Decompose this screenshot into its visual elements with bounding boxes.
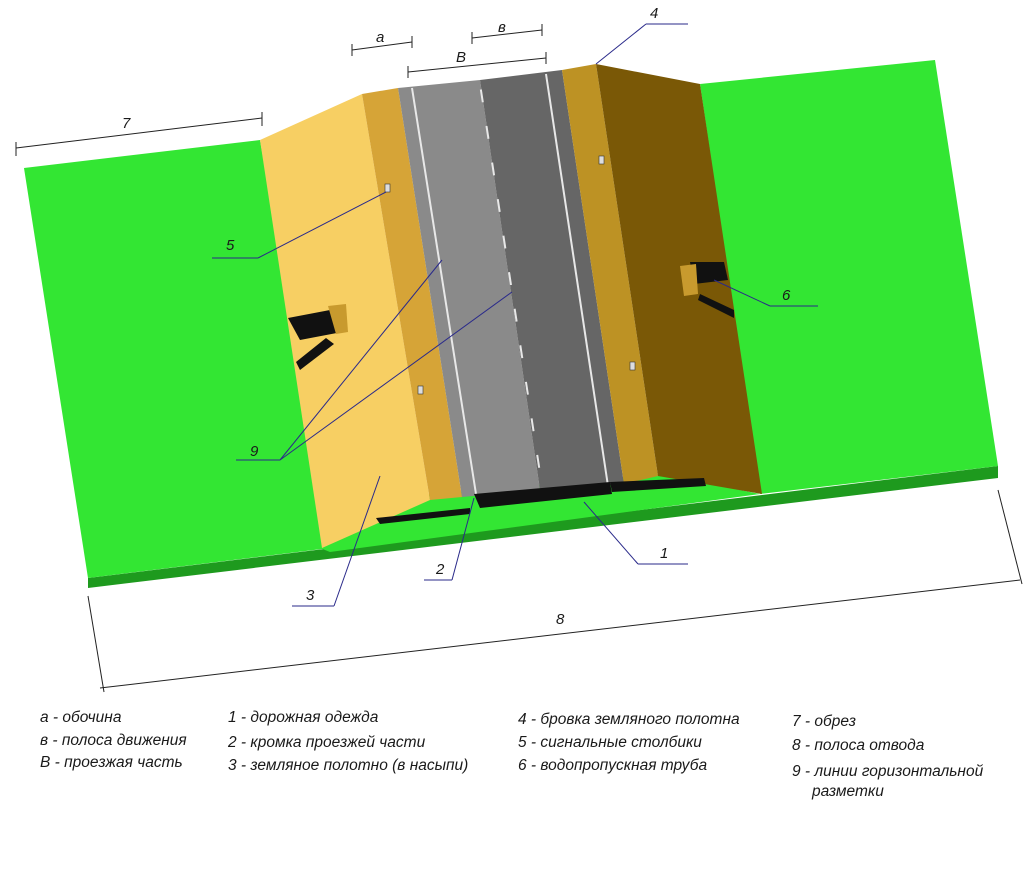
center-dash (508, 272, 512, 286)
carriageway-left-lane (398, 80, 540, 497)
legend-item: 8 - полоса отвода (792, 737, 925, 754)
legend-item: 9 - линии горизонтальной (792, 763, 984, 780)
shoulder-right (562, 64, 658, 484)
dim-label-v-small: в (498, 19, 506, 36)
leader-3 (292, 475, 381, 607)
leader-2 (424, 497, 475, 581)
center-dash (524, 381, 529, 395)
edge-marking-right (545, 73, 609, 487)
embankment-right-slope (596, 64, 762, 494)
callout-6: 6 (782, 287, 791, 304)
leader-9 (236, 259, 513, 461)
legend-item: в - полоса движения (40, 732, 187, 749)
legend-item: а - обочина (40, 709, 122, 726)
dimension-7 (15, 112, 263, 156)
center-marking (479, 89, 541, 468)
callout-9: 9 (250, 443, 259, 460)
leader-4 (595, 23, 688, 65)
dimension-V-big (407, 52, 547, 78)
leader-6 (713, 279, 818, 307)
center-dash (530, 418, 535, 432)
center-dash (496, 198, 501, 213)
legend-item: 1 - дорожная одежда (228, 709, 379, 726)
dim-label-V-big: В (456, 49, 466, 66)
callout-4: 4 (650, 5, 658, 22)
center-dash (485, 125, 490, 139)
callout-3: 3 (306, 587, 315, 604)
signal-post (629, 361, 636, 371)
signal-post (598, 155, 605, 165)
legend-col-4: 7 - обрез 8 - полоса отвода 9 - линии го… (792, 713, 984, 800)
ground-side-edge (88, 466, 998, 588)
ground-left-field (24, 140, 330, 578)
dim-label-a: а (376, 29, 384, 46)
dimension-v-small (471, 24, 543, 44)
center-dash (519, 345, 524, 359)
culvert-left-head (288, 304, 348, 370)
signal-post (417, 385, 424, 395)
culvert-pipe (376, 478, 706, 524)
legend-item: 6 - водопропускная труба (518, 757, 707, 774)
ground-right-field (700, 60, 998, 494)
callout-2: 2 (435, 561, 445, 578)
legend: а - обочина в - полоса движения В - прое… (40, 709, 984, 800)
legend-col-1: а - обочина в - полоса движения В - прое… (40, 709, 187, 771)
leader-5 (212, 191, 387, 259)
center-dash (536, 454, 541, 468)
legend-item: В - проезжая часть (40, 754, 183, 771)
dimension-a (351, 36, 413, 56)
legend-item: 7 - обрез (792, 713, 856, 730)
ground-under-road (320, 474, 760, 552)
dim-label-8: 8 (556, 611, 565, 628)
center-dash (502, 235, 507, 249)
legend-col-3: 4 - бровка земляного полотна 5 - сигналь… (518, 711, 740, 774)
legend-col-2: 1 - дорожная одежда 2 - кромка проезжей … (227, 709, 468, 774)
dim-label-7: 7 (122, 115, 131, 132)
culvert-right-head (680, 262, 734, 318)
center-dash (491, 162, 496, 176)
callout-1: 1 (660, 545, 668, 562)
signal-post (384, 183, 391, 193)
legend-item: 3 - земляное полотно (в насыпи) (228, 757, 468, 774)
callout-5: 5 (226, 237, 235, 254)
leader-1 (583, 501, 688, 565)
edge-marking-left (411, 87, 477, 495)
carriageway-right-lane (480, 70, 624, 490)
center-dash (479, 89, 484, 103)
center-dash (513, 308, 518, 322)
legend-item: разметки (811, 783, 884, 800)
legend-item: 2 - кромка проезжей части (227, 734, 426, 751)
legend-item: 5 - сигнальные столбики (518, 734, 702, 751)
legend-item: 4 - бровка земляного полотна (518, 711, 740, 728)
dimension-8 (87, 489, 1023, 693)
